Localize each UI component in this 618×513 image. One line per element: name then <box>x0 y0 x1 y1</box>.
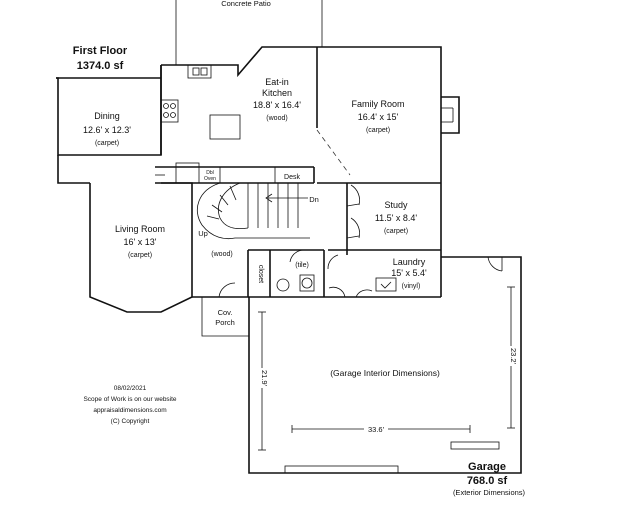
study-name: Study <box>384 200 408 210</box>
desk-label: Desk <box>284 174 300 181</box>
kitchen-name-line2: Kitchen <box>262 88 292 98</box>
footer-scope: Scope of Work is on our website <box>83 396 176 403</box>
study-dims: 11.5' x 8.4' <box>375 213 418 223</box>
footer-copyright: (C) Copyright <box>111 418 150 425</box>
bath-fixtures <box>276 274 397 292</box>
living-name: Living Room <box>115 224 165 234</box>
floor-name: First Floor <box>73 45 128 57</box>
doors <box>155 174 503 298</box>
kitchen-fixtures <box>160 64 276 184</box>
depth-left-bg <box>257 368 267 388</box>
laundry-name: Laundry <box>393 257 426 267</box>
footer-website: appraisaldimensions.com <box>93 407 166 414</box>
laundry-floor: (vinyl) <box>402 283 421 290</box>
laundry-dims: 15' x 5.4' <box>391 268 427 278</box>
living-dims: 16' x 13' <box>124 237 157 247</box>
family-dims: 16.4' x 15' <box>358 112 399 122</box>
kitchen-dims: 18.8' x 16.4' <box>253 100 301 110</box>
living-floor: (carpet) <box>128 252 152 259</box>
patio-label: Concrete Patio <box>221 0 271 8</box>
dbl-oven-line2: Oven <box>204 176 216 182</box>
stairs-up-label: Up <box>198 229 208 238</box>
garage-title: Garage <box>468 461 506 473</box>
porch-line1: Cov. <box>218 308 233 317</box>
garage-depth-right-dim: 23.2' <box>509 348 518 365</box>
foyer-floor: (wood) <box>211 251 232 258</box>
width-dim-bg <box>364 424 388 434</box>
garage-area: 768.0 sf <box>467 475 508 487</box>
covered-porch <box>201 297 249 337</box>
stairs-down-label: Dn <box>309 195 319 204</box>
bath-floor: (tile) <box>295 262 309 269</box>
floor-area: 1374.0 sf <box>77 60 124 72</box>
dining-name: Dining <box>94 111 120 121</box>
depth-right-bg <box>506 346 516 366</box>
study-floor: (carpet) <box>384 228 408 235</box>
porch-line2: Porch <box>215 318 235 327</box>
closet-label: closet <box>257 265 264 283</box>
dbl-oven-line1: Dbl <box>206 170 214 176</box>
dining-dims: 12.6' x 12.3' <box>83 125 131 135</box>
garage-interior-label: (Garage Interior Dimensions) <box>330 368 440 378</box>
interior-walls <box>155 0 460 297</box>
dining-floor: (carpet) <box>95 140 119 147</box>
kitchen-floor: (wood) <box>266 115 287 122</box>
garage-width-dim: 33.6' <box>368 425 385 434</box>
garage-details <box>258 286 515 474</box>
family-name: Family Room <box>351 99 404 109</box>
footer-date: 08/02/2021 <box>114 385 147 392</box>
family-floor: (carpet) <box>366 127 390 134</box>
staircase <box>197 182 310 240</box>
garage-note: (Exterior Dimensions) <box>453 488 526 497</box>
kitchen-name-line1: Eat-in <box>265 77 289 87</box>
garage-depth-left-dim: 21.9' <box>260 370 269 387</box>
